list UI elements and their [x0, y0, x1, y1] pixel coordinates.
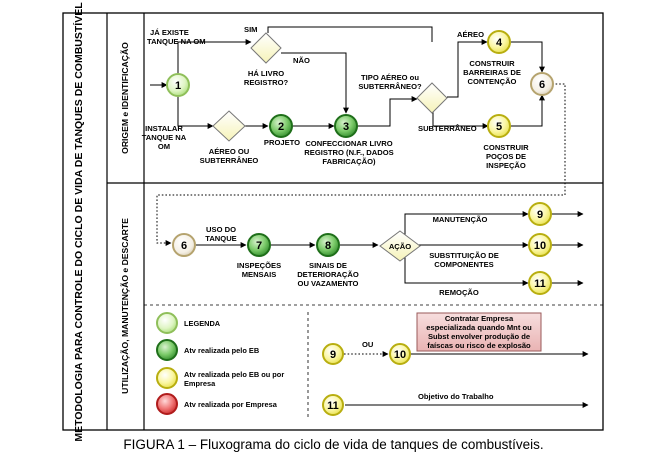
main-title: METODOLOGIA PARA CONTROLE DO CICLO DE VI… [72, 2, 85, 442]
label-ja-existe-2: TANQUE NA OM [147, 37, 206, 46]
svg-text:Empresa: Empresa [184, 379, 216, 388]
svg-text:7: 7 [256, 240, 262, 252]
svg-text:Atv realizada pelo EB: Atv realizada pelo EB [184, 346, 259, 355]
label-ou: OU [362, 340, 374, 349]
label-instalar-1: INSTALAR [145, 124, 183, 133]
svg-text:Atv realizada por Empresa: Atv realizada por Empresa [184, 400, 278, 409]
label-nao: NÃO [293, 56, 310, 65]
connectors-origin [150, 26, 545, 129]
label-insp-2: MENSAIS [242, 270, 277, 279]
label-pocos-3: INSPEÇÃO [486, 161, 526, 170]
label-confec-1: CONFECCIONAR LIVRO [305, 139, 392, 148]
node-2: 2 [269, 114, 293, 138]
svg-text:AÇÃO: AÇÃO [389, 242, 411, 251]
node-4: 4 [487, 30, 511, 54]
label-aereo: AÉREO [457, 30, 484, 39]
label-barreiras-2: BARREIRAS DE [463, 68, 521, 77]
label-uso-1: USO DO [206, 225, 236, 234]
legend-item-legenda: LEGENDA [156, 312, 221, 334]
decision-existe-livro [250, 32, 282, 64]
svg-text:2: 2 [278, 121, 284, 133]
svg-text:3: 3 [343, 121, 349, 133]
node-9-note: 9 [322, 343, 344, 365]
label-aereo-sub-2: SUBTERRÂNEO [200, 156, 259, 165]
label-tipo-2: SUBTERRÂNEO? [358, 82, 422, 91]
node-3: 3 [334, 114, 358, 138]
node-10-top: 10 [528, 233, 552, 257]
section-label-origin: ORIGEM e IDENTIFICAÇÃO [120, 42, 130, 154]
label-remocao: REMOÇÃO [439, 288, 479, 297]
node-1: 1 [166, 73, 190, 97]
label-instalar-3: OM [158, 142, 170, 151]
svg-text:6: 6 [181, 240, 187, 252]
svg-text:10: 10 [394, 349, 406, 361]
node-11-note: 11 [322, 394, 344, 416]
label-confec-3: FABRICAÇÃO) [322, 157, 376, 166]
label-objetivo: Objetivo do Trabalho [418, 392, 494, 401]
svg-text:11: 11 [327, 400, 339, 412]
label-barreiras-3: CONTENÇÃO [468, 77, 517, 86]
decision-acao: AÇÃO [379, 230, 421, 262]
label-uso-2: TANQUE [205, 234, 237, 243]
label-subst-1: SUBSTITUIÇÃO DE [429, 251, 499, 260]
node-9-top: 9 [528, 202, 552, 226]
section-label-use: UTILIZAÇÃO, MANUTENÇÃO e DESCARTE [120, 218, 130, 394]
connector-6-to-6 [156, 83, 566, 246]
node-11-top: 11 [528, 271, 552, 295]
label-sinais-2: DETERIORAÇÃO [297, 270, 359, 279]
label-livro-2: REGISTRO? [244, 78, 289, 87]
node-10-note: 10 [389, 343, 411, 365]
svg-text:8: 8 [325, 240, 331, 252]
label-sinais-3: OU VAZAMENTO [298, 279, 359, 288]
node-8: 8 [316, 233, 340, 257]
node-6-top: 6 [530, 72, 554, 96]
note-contratar-empresa: Contratar Empresa especializada quando M… [416, 312, 542, 352]
label-pocos-1: CONSTRUIR [483, 143, 529, 152]
label-sim: SIM [244, 25, 258, 34]
svg-text:5: 5 [496, 121, 502, 133]
svg-text:faíscas ou risco de explosão: faíscas ou risco de explosão [427, 341, 531, 350]
svg-text:Contratar Empresa: Contratar Empresa [445, 314, 514, 323]
outer-frame [62, 12, 604, 431]
label-manutencao: MANUTENÇÃO [433, 215, 488, 224]
svg-text:9: 9 [330, 349, 336, 361]
label-projeto: PROJETO [264, 138, 300, 147]
svg-text:6: 6 [539, 79, 545, 91]
legend-item-empresa: Atv realizada por Empresa [156, 393, 278, 415]
label-subst-2: COMPONENTES [434, 260, 494, 269]
label-insp-1: INSPEÇÕES [237, 261, 281, 270]
decision-aereo-subterraneo [212, 110, 246, 142]
decision-tipo [416, 82, 448, 114]
label-sinais-1: SINAIS DE [309, 261, 347, 270]
svg-text:10: 10 [534, 240, 546, 252]
connectors-use [196, 211, 589, 408]
label-aereo-sub-1: AÉREO OU [209, 147, 250, 156]
svg-text:1: 1 [175, 80, 181, 92]
svg-text:9: 9 [537, 209, 543, 221]
label-confec-2: REGISTRO (N.F., DADOS [304, 148, 393, 157]
label-tipo-1: TIPO AÉREO ou [361, 73, 419, 82]
svg-text:4: 4 [496, 37, 503, 49]
label-barreiras-1: CONSTRUIR [469, 59, 515, 68]
node-7: 7 [247, 233, 271, 257]
label-pocos-2: POÇOS DE [486, 152, 526, 161]
legend-item-eb-ou-empresa: Atv realizada pelo EB ou por Empresa [156, 367, 284, 389]
label-livro-1: HÁ LIVRO [248, 69, 284, 78]
figure-caption: FIGURA 1 – Fluxograma do ciclo de vida d… [123, 437, 544, 452]
svg-text:especializada quando Mnt ou: especializada quando Mnt ou [426, 323, 532, 332]
label-instalar-2: TANQUE NA [142, 133, 187, 142]
svg-text:Subst envolver produção de: Subst envolver produção de [428, 332, 530, 341]
label-subterraneo: SUBTERRÂNEO [418, 124, 477, 133]
node-5: 5 [487, 114, 511, 138]
label-ja-existe-1: JÁ EXISTE [150, 28, 189, 37]
svg-text:11: 11 [534, 278, 546, 290]
legend-item-eb: Atv realizada pelo EB [156, 339, 259, 361]
node-6-bottom: 6 [172, 233, 196, 257]
svg-text:Atv realizada pelo EB ou por: Atv realizada pelo EB ou por [184, 370, 284, 379]
svg-text:LEGENDA: LEGENDA [184, 319, 221, 328]
